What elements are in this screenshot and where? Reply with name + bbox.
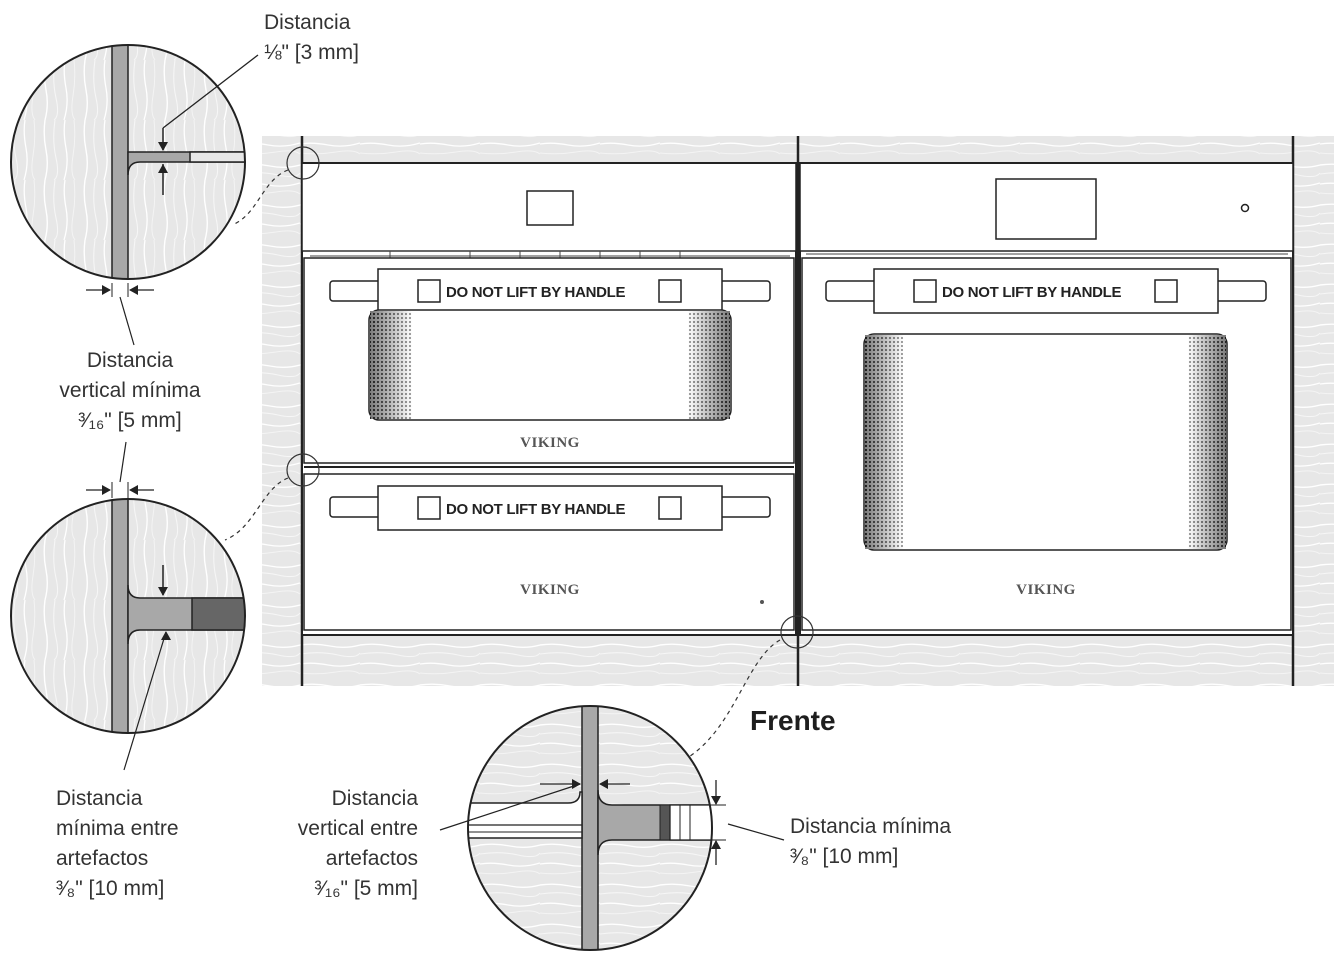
brand-logo: VIKING [520, 582, 580, 598]
warning-icon [417, 496, 441, 520]
warning-icon [913, 279, 937, 303]
left-oven-stack: DO NOT LIFT BY HANDLE VIKING DO NOT LIFT… [301, 162, 797, 636]
detail-circle-top [10, 44, 259, 346]
detail-marker-c [780, 615, 814, 649]
detail-marker-a [286, 146, 320, 180]
power-knob-icon [1240, 203, 1250, 213]
left-display [526, 190, 574, 226]
warning-icon [1154, 279, 1178, 303]
cabinet-elevation: DO NOT LIFT BY HANDLE VIKING DO NOT LIFT… [262, 136, 1334, 686]
callout-min-bottom: Distancia mínima ³⁄₈" [10 mm] [790, 815, 952, 868]
callout-vertical-min: Distancia vertical mínima ³⁄₁₆" [5 mm] [59, 349, 201, 432]
detail-circle-bottom [439, 705, 785, 951]
front-label: Frente [750, 705, 836, 736]
handle-warning-text: DO NOT LIFT BY HANDLE [942, 284, 1122, 301]
brand-logo: VIKING [520, 435, 580, 451]
callout-vertical-between: Distancia vertical entre artefactos ³⁄₁₆… [297, 787, 418, 900]
brand-logo: VIKING [1016, 582, 1076, 598]
right-display [995, 178, 1097, 240]
detail-marker-b [286, 453, 320, 487]
warning-icon [658, 279, 682, 303]
indicator-dot [760, 600, 764, 604]
handle-warning-text: DO NOT LIFT BY HANDLE [446, 501, 626, 518]
warning-icon [658, 496, 682, 520]
callout-between-min: Distancia mínima entre artefactos ³⁄₈" [… [56, 787, 179, 900]
callout-top-gap: Distancia ⅛" [3 mm] [264, 11, 359, 64]
right-oven: DO NOT LIFT BY HANDLE VIKING [799, 162, 1294, 636]
right-window [863, 333, 1228, 551]
handle-warning-text: DO NOT LIFT BY HANDLE [446, 284, 626, 301]
detail-circle-middle [10, 441, 246, 771]
warning-icon [417, 279, 441, 303]
left-upper-window [368, 309, 732, 421]
